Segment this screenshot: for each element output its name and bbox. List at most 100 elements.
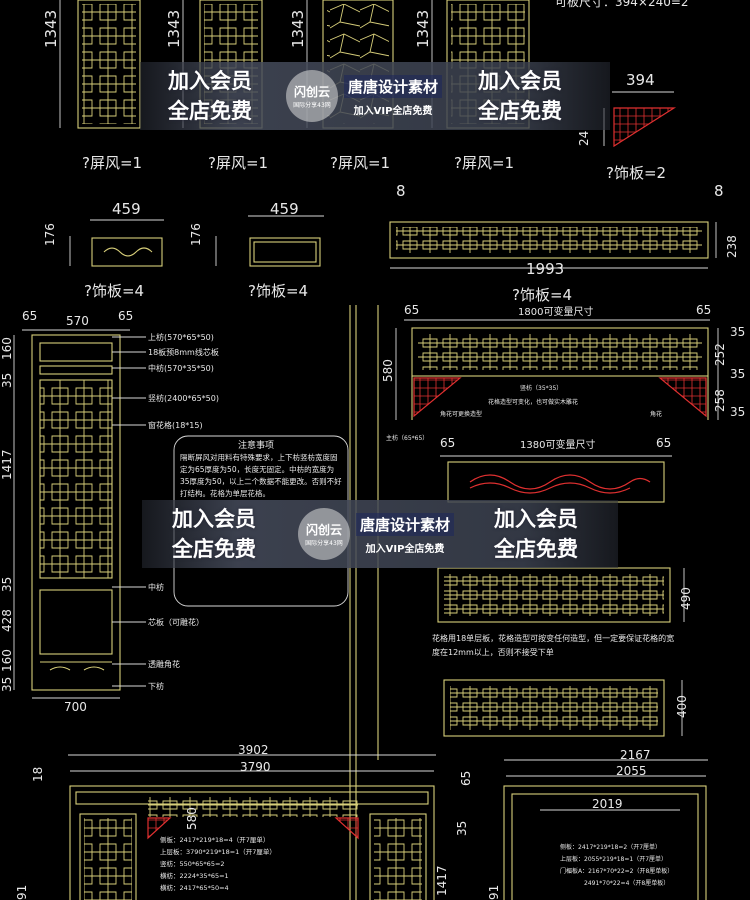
wm-mid-vip: 加入VIP全店免费 bbox=[365, 544, 445, 555]
rt-ann-e: 主枋（65*65） bbox=[386, 434, 428, 442]
wm-top-brand: 唐唐设计素材 bbox=[344, 75, 443, 98]
height-dim-3: 1343 bbox=[289, 10, 307, 48]
rt-height: 580 bbox=[381, 359, 395, 382]
bt-list2-3: 2491*70*22=4（开8厘单板） bbox=[584, 879, 669, 887]
notes-title: 注意事项 bbox=[238, 439, 274, 451]
height-dim-4: 1343 bbox=[414, 10, 432, 48]
left-screen: 65 570 65 160 35 1417 35 428 160 35 700 bbox=[0, 309, 219, 714]
callout-1: 上枋(570*65*50) bbox=[148, 332, 214, 342]
wm-mid-logo: 闪创云 国际分享43网 bbox=[298, 508, 350, 560]
wm-top-logo: 闪创云 国际分享43网 bbox=[286, 70, 338, 122]
bt-w1: 3902 bbox=[238, 743, 269, 757]
bt-h91b: 91 bbox=[487, 885, 501, 900]
top-note: 可板尺寸：394×240=2 bbox=[555, 0, 689, 9]
left-dim-1417: 1417 bbox=[0, 449, 14, 480]
corner-piece: 394 24 bbox=[577, 71, 677, 148]
lintel-1380: 65 1380可变量尺寸 65 490 花格用18单层板，花格造型可按变任何造型… bbox=[432, 436, 693, 737]
wm-mid-line2-r: 全店免费 bbox=[494, 537, 579, 561]
corner-side-dim: 24 bbox=[577, 131, 591, 146]
caption-screen-1: ?屏风=1 bbox=[82, 154, 142, 172]
rt-ann-b: 花格造型可变化，也可做实木雕花 bbox=[488, 398, 578, 406]
left-bottom-width: 700 bbox=[64, 700, 87, 714]
left-top-570: 570 bbox=[66, 314, 89, 328]
frame-3902: 3902 3790 18 91 580 65 35 1417 侧板：2417*2… bbox=[15, 743, 473, 900]
rt-r5: 35 bbox=[730, 405, 745, 419]
height-dim-2: 1343 bbox=[165, 10, 183, 48]
callout-3: 中枋(570*35*50) bbox=[148, 363, 214, 373]
bt-list2-2: 门楣板A：2167*70*22=2（开8厘单板） bbox=[560, 867, 673, 875]
br-w4: 2055 bbox=[616, 764, 647, 778]
rt-label: 1800可变量尺寸 bbox=[518, 305, 593, 318]
rm-right: 65 bbox=[656, 436, 671, 450]
wm-top-line2-r: 全店免费 bbox=[478, 99, 563, 123]
bt-list1-3: 横枋：2224*35*65=1 bbox=[160, 871, 229, 880]
rt-r1: 35 bbox=[730, 325, 745, 339]
caption-screen-4: ?屏风=1 bbox=[454, 154, 514, 172]
left-top-65b: 65 bbox=[118, 309, 133, 323]
caption-corner: ?饰板=2 bbox=[606, 164, 666, 182]
bt-list1-1: 上层板：3790*219*18=1（开7厘单） bbox=[160, 847, 276, 856]
rm-note: 花格用18单层板，花格造型可按变任何造型，但一定要保证花格的宽度在12mm以上，… bbox=[432, 634, 675, 657]
left-dim-35a: 35 bbox=[0, 373, 14, 388]
rt-r3: 35 bbox=[730, 367, 745, 381]
board-b-height: 176 bbox=[189, 223, 203, 246]
rt-left: 65 bbox=[404, 303, 419, 317]
bt-h580: 580 bbox=[185, 807, 199, 830]
bt-h18: 18 bbox=[31, 767, 45, 782]
lintel-1800: 65 1800可变量尺寸 65 580 35 252 35 258 35 竖枋（… bbox=[381, 303, 745, 442]
board-c-right: 8 bbox=[714, 182, 724, 200]
callout-4: 竖枋(2400*65*50) bbox=[148, 393, 219, 403]
board-a-height: 176 bbox=[43, 223, 57, 246]
wm-mid-line2: 全店免费 bbox=[172, 537, 256, 561]
left-dim-35c: 35 bbox=[0, 677, 14, 692]
wm-mid-line1-r: 加入会员 bbox=[494, 507, 579, 531]
left-dim-160b: 160 bbox=[0, 649, 14, 672]
bt-list2-0: 侧板：2417*219*18=2（开7厘单） bbox=[560, 843, 661, 851]
callout-7: 芯板（可雕花） bbox=[148, 617, 204, 627]
br-w3: 2167 bbox=[620, 748, 651, 762]
caption-screen-3: ?屏风=1 bbox=[330, 154, 390, 172]
board-a-width: 459 bbox=[112, 200, 141, 218]
wm-top-line1: 加入会员 bbox=[168, 69, 252, 93]
wm-mid-line1: 加入会员 bbox=[172, 507, 256, 531]
caption-board-a: ?饰板=4 bbox=[84, 282, 144, 300]
frame-2167: 2167 2055 2019 91 侧板：2417*219*18=2（开7厘单）… bbox=[487, 748, 708, 900]
br-w5: 2019 bbox=[592, 797, 623, 811]
callout-9: 下枋 bbox=[148, 681, 164, 691]
notes-body: 隔断屏风对用料有特殊要求，上下枋竖枋宽度固定为65厚度为50，长度无固定。中枋的… bbox=[180, 453, 342, 498]
left-top-65a: 65 bbox=[22, 309, 37, 323]
height-dim-1: 1343 bbox=[42, 10, 60, 48]
callout-8: 透雕角花 bbox=[148, 659, 180, 669]
bt-h65: 65 bbox=[459, 771, 473, 786]
callout-5: 窗花格(18*15) bbox=[148, 420, 203, 430]
watermark-banner-top: 加入会员 全店免费 闪创云 国际分享43网 唐唐设计素材 加入VIP全店免费 加… bbox=[140, 62, 610, 130]
rt-ann-c: 角花可更换造型 bbox=[440, 410, 482, 418]
rm-h400: 400 bbox=[675, 695, 689, 718]
wm-top-vip: 加入VIP全店免费 bbox=[353, 106, 433, 117]
bt-list1-4: 横枋：2417*65*50=4 bbox=[160, 883, 229, 892]
bt-h91a: 91 bbox=[15, 885, 29, 900]
wm-top-line1-r: 加入会员 bbox=[478, 69, 563, 93]
rt-r2: 252 bbox=[713, 343, 727, 366]
rt-ann-d: 角花 bbox=[650, 410, 662, 418]
callout-6: 中枋 bbox=[148, 582, 164, 592]
board-c-width: 1993 bbox=[526, 260, 564, 278]
wm-top-line2: 全店免费 bbox=[168, 99, 252, 123]
bt-w2: 3790 bbox=[240, 760, 271, 774]
rt-r4: 258 bbox=[713, 389, 727, 412]
left-dim-428: 428 bbox=[0, 609, 14, 632]
wm-mid-brand: 唐唐设计素材 bbox=[356, 513, 455, 536]
left-dim-35b: 35 bbox=[0, 577, 14, 592]
rm-label: 1380可变量尺寸 bbox=[520, 438, 595, 451]
caption-board-c: ?饰板=4 bbox=[512, 286, 572, 304]
bt-h1417: 1417 bbox=[435, 865, 449, 896]
board-c-left: 8 bbox=[396, 182, 406, 200]
caption-board-b: ?饰板=4 bbox=[248, 282, 308, 300]
corner-dim: 394 bbox=[626, 71, 655, 89]
board-c-height: 238 bbox=[725, 235, 739, 258]
callout-2: 18板预8mm线芯板 bbox=[148, 347, 219, 357]
board-b: 459 176 bbox=[189, 200, 324, 267]
bt-list1-2: 竖枋：550*65*65=2 bbox=[160, 859, 225, 868]
board-c: 8 8 1993 238 bbox=[389, 182, 739, 278]
